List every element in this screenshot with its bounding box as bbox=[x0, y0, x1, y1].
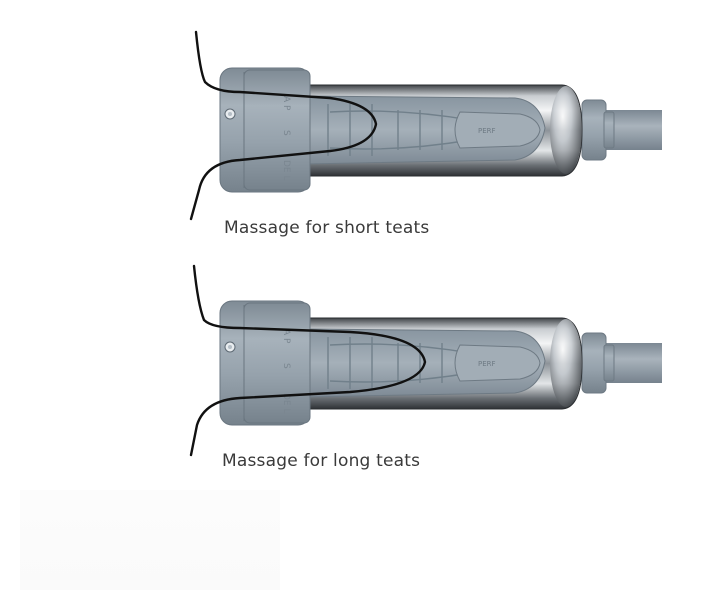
teat-outline-long bbox=[189, 264, 427, 457]
teat-outline-short bbox=[189, 30, 378, 221]
caption-long-teats: Massage for long teats bbox=[222, 451, 421, 471]
caption-short-teats: Massage for short teats bbox=[224, 218, 430, 238]
teat-cup-short bbox=[189, 30, 663, 221]
faint-background-patch bbox=[20, 490, 280, 590]
teat-cup-long bbox=[189, 264, 663, 457]
